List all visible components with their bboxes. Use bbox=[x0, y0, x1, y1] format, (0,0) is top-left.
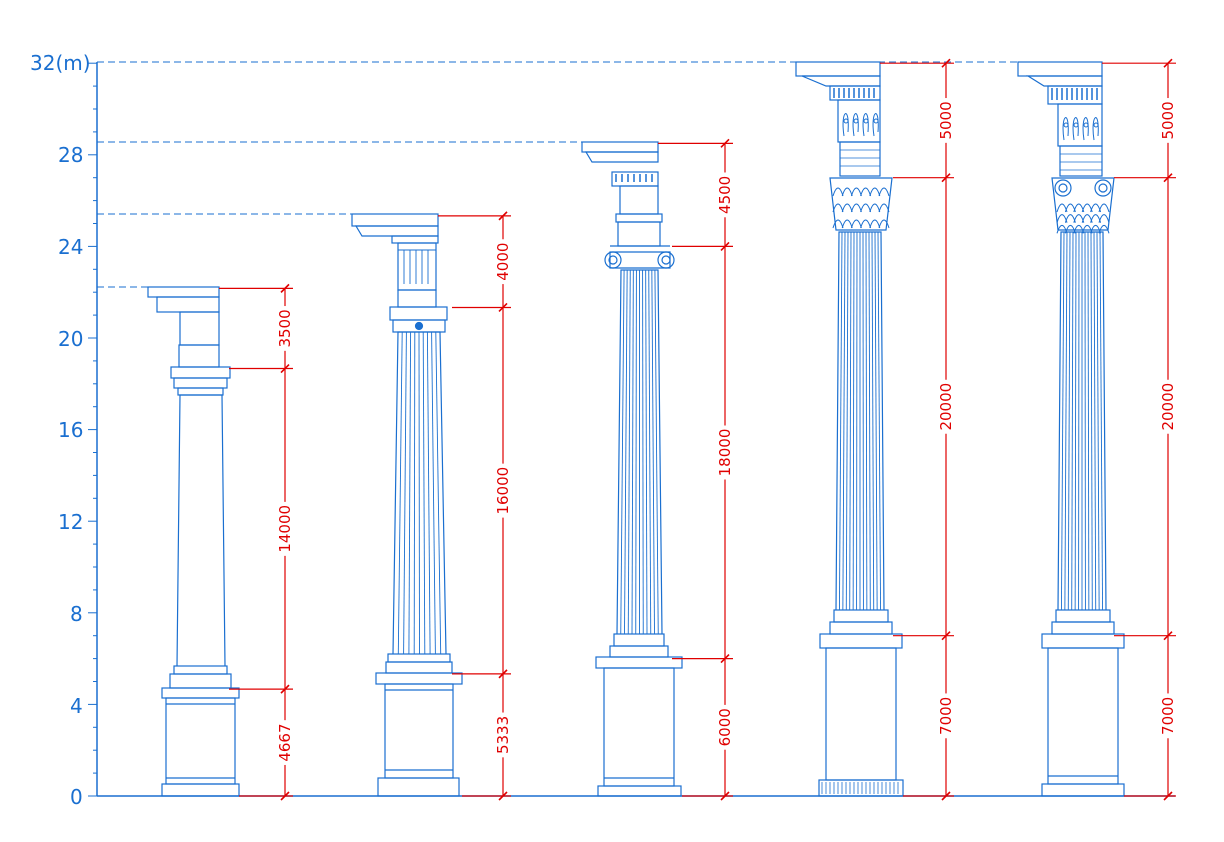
axis-unit-label: 32(m) bbox=[30, 51, 91, 75]
ionic-volute-capital bbox=[605, 246, 674, 268]
corinthian-acanthus-capital bbox=[830, 178, 892, 230]
column-composite bbox=[1018, 62, 1124, 796]
composite-architrave bbox=[1060, 146, 1102, 176]
doric-plinth bbox=[378, 778, 459, 796]
ionic-pedestal-cap bbox=[596, 657, 682, 668]
column-tuscan bbox=[148, 287, 239, 796]
dimension-label: 20000 bbox=[1159, 383, 1177, 431]
height-axis: 32(m) 0 4 8 12 16 20 24 28 bbox=[30, 51, 97, 809]
composite-plinth bbox=[1042, 784, 1124, 796]
corinthian-pedestal-die bbox=[826, 648, 896, 780]
ionic-architrave bbox=[618, 222, 660, 246]
axis-minor-ticks bbox=[88, 63, 97, 796]
dimension-label: 14000 bbox=[276, 505, 294, 553]
tuscan-frieze bbox=[179, 345, 219, 367]
composite-pedestal-die bbox=[1048, 648, 1118, 784]
tuscan-pedestal-cap bbox=[162, 688, 239, 698]
dimension-label: 18000 bbox=[716, 429, 734, 477]
composite-capital bbox=[1052, 178, 1114, 233]
axis-tick-label-0: 0 bbox=[70, 785, 83, 809]
tuscan-capital bbox=[171, 367, 230, 378]
tuscan-shaft bbox=[177, 395, 225, 666]
column-corinthian bbox=[796, 62, 903, 796]
dimension-label: 6000 bbox=[716, 708, 734, 746]
doric-pedestal-cap bbox=[376, 673, 462, 684]
ionic-frieze bbox=[620, 186, 658, 214]
dimension-label: 16000 bbox=[494, 467, 512, 515]
dimension-chain-5: 7000 20000 5000 bbox=[1102, 59, 1177, 800]
composite-cornice bbox=[1028, 76, 1102, 86]
dimension-label: 7000 bbox=[937, 697, 955, 735]
dimension-chains: 4667 14000 3500 5333 16000 4000 6000 18000 4500 7… bbox=[219, 59, 1177, 800]
dimension-label: 5000 bbox=[937, 101, 955, 139]
dimension-chain-1: 4667 14000 3500 bbox=[219, 284, 294, 800]
dimension-chain-4: 7000 20000 5000 bbox=[880, 59, 955, 800]
corinthian-architrave bbox=[840, 142, 880, 176]
dimension-label: 4500 bbox=[716, 176, 734, 214]
doric-cornice bbox=[356, 226, 438, 236]
ionic-pedestal-die bbox=[604, 668, 674, 786]
axis-tick-label-16: 16 bbox=[58, 418, 83, 442]
dimension-label: 3500 bbox=[276, 309, 294, 347]
ionic-plinth bbox=[598, 786, 681, 796]
dimension-label: 4667 bbox=[276, 723, 294, 761]
composite-frieze bbox=[1058, 104, 1102, 146]
ionic-cornice bbox=[586, 152, 658, 162]
axis-tick-label-8: 8 bbox=[70, 602, 83, 626]
axis-tick-label-28: 28 bbox=[58, 143, 83, 167]
dimension-chain-3: 6000 18000 4500 bbox=[658, 139, 734, 800]
doric-pedestal-die bbox=[385, 684, 453, 778]
axis-tick-label-4: 4 bbox=[70, 694, 83, 718]
dimension-label: 5000 bbox=[1159, 101, 1177, 139]
corinthian-cornice bbox=[802, 76, 880, 86]
corinthian-plinth bbox=[819, 780, 903, 796]
doric-architrave bbox=[398, 290, 436, 307]
axis-tick-label-20: 20 bbox=[58, 327, 83, 351]
tuscan-pedestal-die bbox=[166, 698, 235, 784]
dimension-label: 4000 bbox=[494, 243, 512, 281]
axis-tick-label-12: 12 bbox=[58, 510, 83, 534]
corinthian-dentils bbox=[830, 86, 880, 100]
dimension-label: 7000 bbox=[1159, 697, 1177, 735]
column-ionic bbox=[582, 142, 682, 796]
tuscan-cornice bbox=[157, 297, 219, 312]
corinthian-pedestal-cap bbox=[820, 634, 902, 648]
composite-dentils bbox=[1048, 86, 1102, 104]
axis-tick-label-24: 24 bbox=[58, 235, 83, 259]
tuscan-plinth bbox=[162, 784, 239, 796]
ionic-dentils bbox=[612, 172, 658, 186]
column-doric bbox=[352, 214, 462, 796]
dimension-chain-2: 5333 16000 4000 bbox=[438, 212, 512, 800]
dimension-label: 20000 bbox=[937, 383, 955, 431]
composite-pedestal-cap bbox=[1042, 634, 1124, 648]
dimension-label: 5333 bbox=[494, 716, 512, 754]
